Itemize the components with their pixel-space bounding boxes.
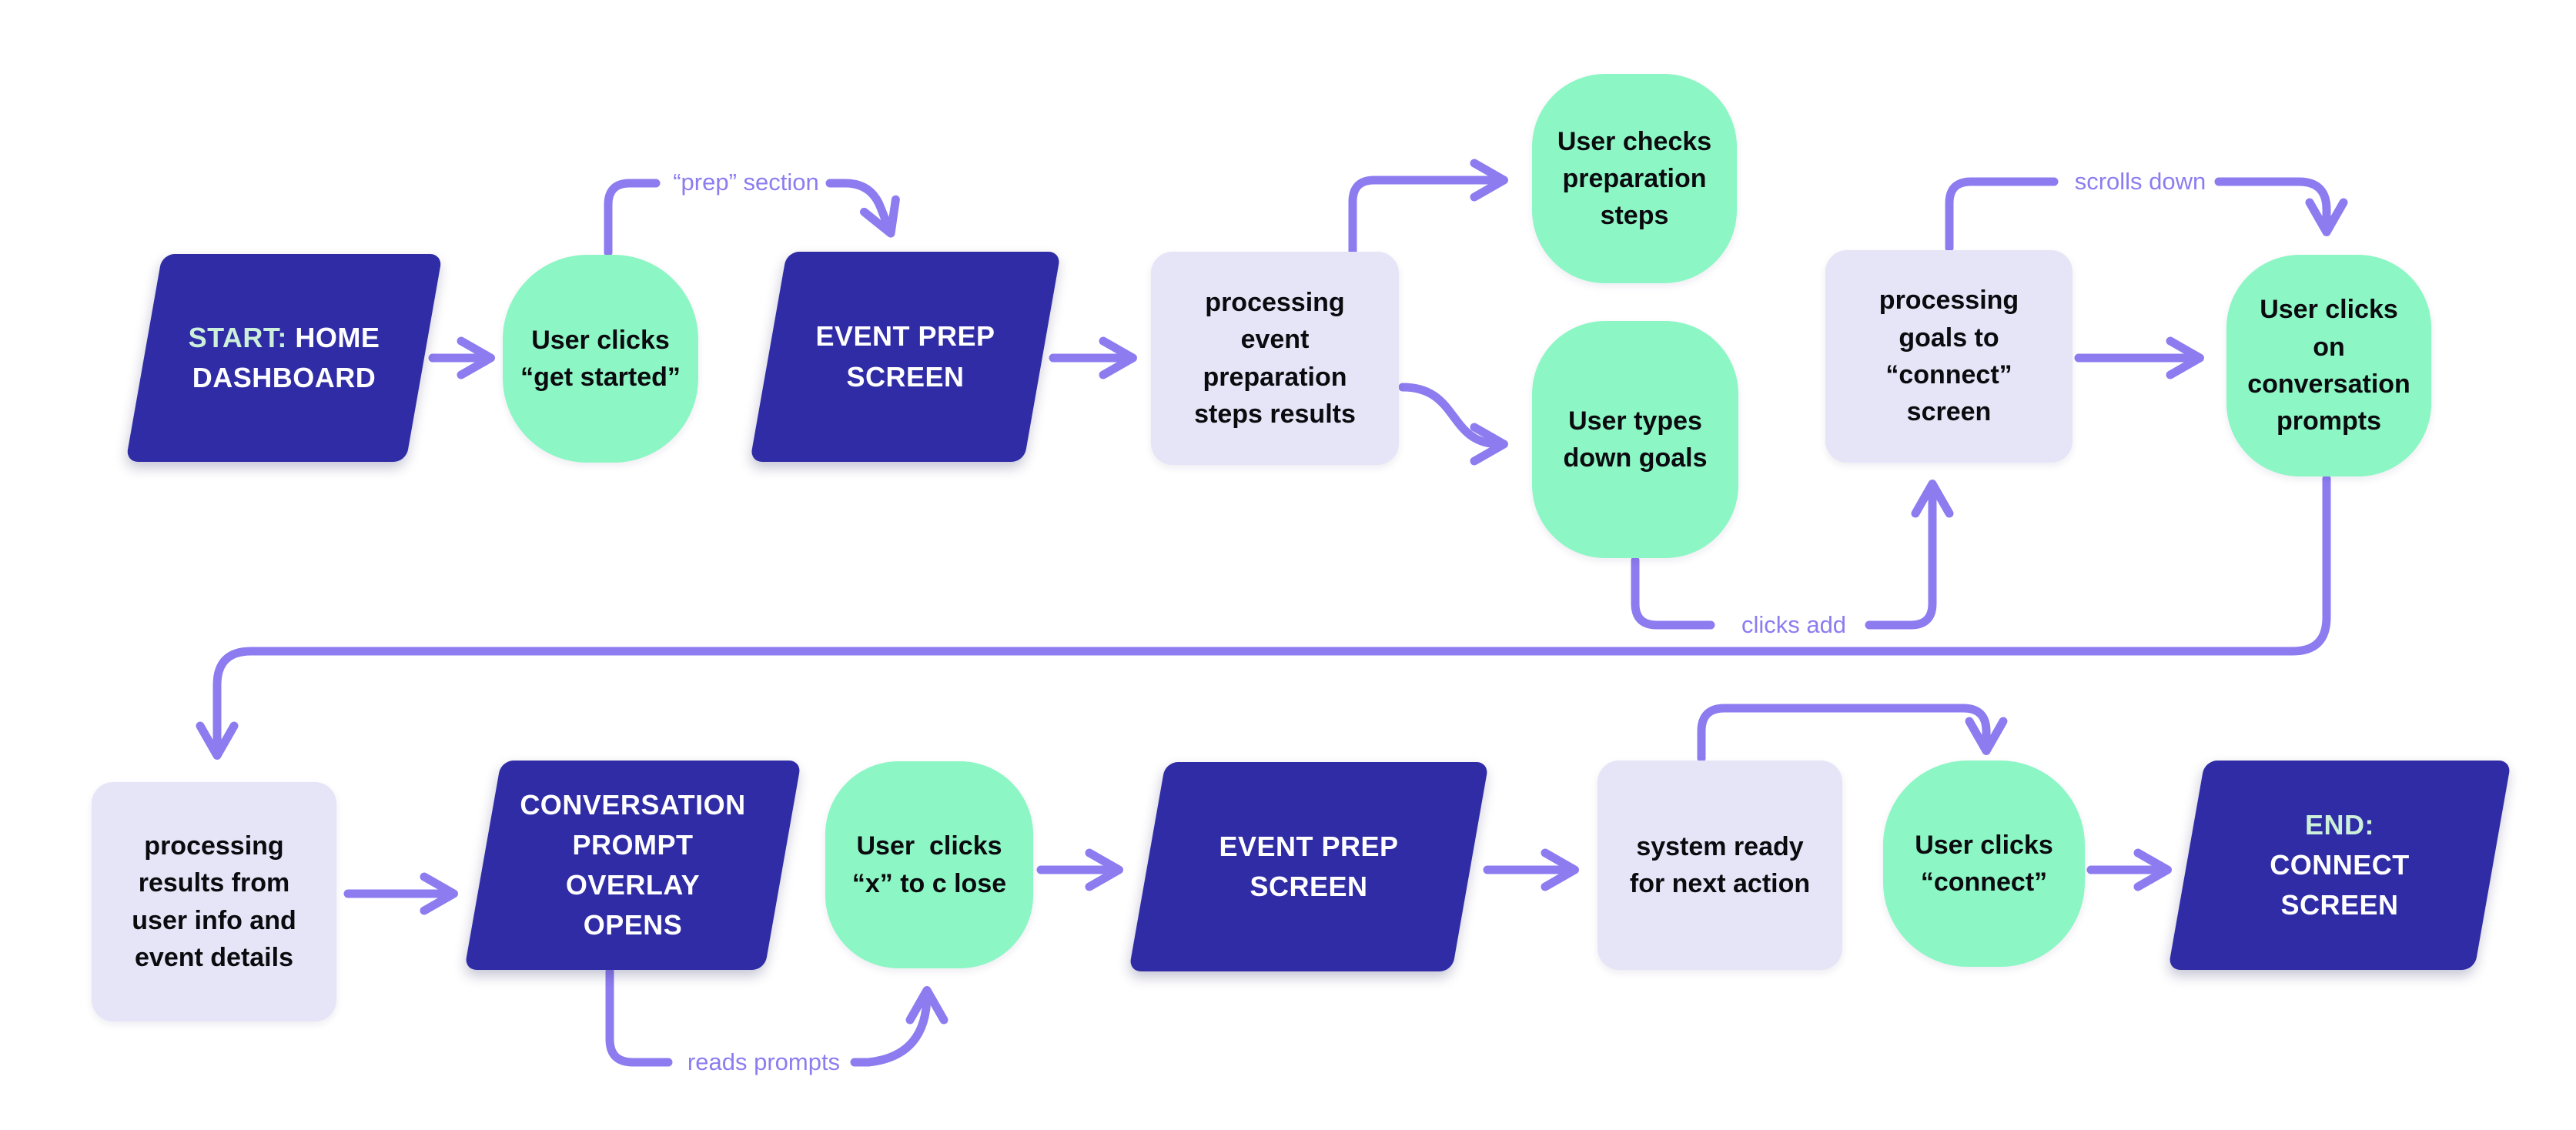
node-start-home-dashboard: START: HOME DASHBOARD <box>144 254 424 462</box>
node-processing-goals-connect: processing goals to “connect” screen <box>1825 250 2073 463</box>
system-ready-text: system ready for next action <box>1629 831 1811 898</box>
node-user-clicks-get-started: User clicks “get started” <box>503 255 698 463</box>
user-checks-text: User checks preparation steps <box>1557 126 1712 231</box>
event-prep-2-text: EVENT PREP SCREEN <box>1219 830 1399 902</box>
node-user-types-goals: User types down goals <box>1532 321 1738 558</box>
arc-scrolls-down-right <box>2214 177 2348 236</box>
arc-ready-to-connect <box>1697 704 2008 763</box>
node-user-conversation-prompts: User clicks on conversation prompts <box>2226 255 2431 476</box>
user-connect-text: User clicks “connect” <box>1915 830 2053 897</box>
arrow-processing-to-checks <box>1348 159 1508 259</box>
node-end-connect-screen: END: CONNECT SCREEN <box>2186 761 2493 970</box>
arc-scrolls-down-left <box>1945 177 2059 252</box>
wrap-connector-row1-to-row2 <box>196 474 2331 760</box>
arc-prep-section-left <box>604 179 661 257</box>
conversation-overlay-text: CONVERSATION PROMPT OVERLAY OPENS <box>520 788 746 941</box>
user-conversation-text: User clicks on conversation prompts <box>2247 295 2410 436</box>
arc-clicks-add-right <box>1865 480 1954 630</box>
processing-goals-text: processing goals to “connect” screen <box>1878 286 2019 427</box>
arc-reads-prompts-left <box>605 967 673 1067</box>
node-user-clicks-x-close: User clicks “x” to c lose <box>825 761 1033 968</box>
user-types-text: User types down goals <box>1563 406 1708 473</box>
user-get-started-text: User clicks “get started” <box>520 325 681 392</box>
node-conversation-overlay: CONVERSATION PROMPT OVERLAY OPENS <box>483 761 783 970</box>
node-processing-results-info: processing results from user info and ev… <box>92 782 336 1021</box>
start-text: HOME DASHBOARD <box>192 321 380 393</box>
node-user-checks-preparation: User checks preparation steps <box>1532 74 1737 283</box>
edge-label-prep-section: “prep” section <box>673 169 819 196</box>
processing-results-text: processing results from user info and ev… <box>132 831 296 972</box>
user-close-text: User clicks “x” to c lose <box>851 831 1007 898</box>
start-prefix: START: <box>188 321 287 353</box>
node-user-clicks-connect: User clicks “connect” <box>1883 761 2085 967</box>
processing-event-steps-text: processing event preparation steps resul… <box>1194 287 1356 429</box>
end-text: CONNECT SCREEN <box>2270 848 2410 921</box>
arrow-processing-to-types <box>1398 383 1508 466</box>
end-prefix: END: <box>2305 808 2374 841</box>
node-processing-event-steps: processing event preparation steps resul… <box>1151 252 1399 465</box>
edge-label-reads-prompts: reads prompts <box>687 1048 841 1075</box>
node-event-prep-screen-2: EVENT PREP SCREEN <box>1147 762 1470 971</box>
arc-prep-section-right <box>825 179 900 238</box>
arc-clicks-add-left <box>1631 556 1715 630</box>
event-prep-1-text: EVENT PREP SCREEN <box>815 320 995 393</box>
node-event-prep-screen-1: EVENT PREP SCREEN <box>768 252 1042 462</box>
edge-label-scrolls-down: scrolls down <box>2074 168 2206 195</box>
arc-reads-prompts-right <box>850 986 948 1067</box>
edge-label-clicks-add: clicks add <box>1741 611 1847 638</box>
node-system-ready: system ready for next action <box>1597 761 1842 970</box>
